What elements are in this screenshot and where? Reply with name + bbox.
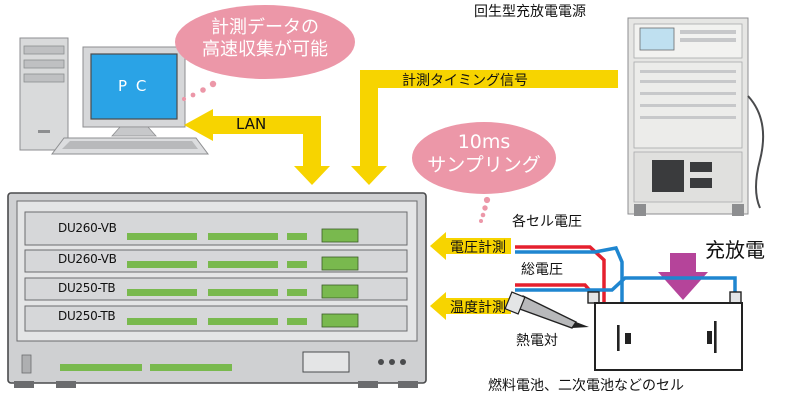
bubble-sampling-line2: サンプリング <box>427 153 541 176</box>
battery-cell <box>587 291 743 371</box>
charge-discharge-label: 充放電 <box>705 238 765 262</box>
total-voltage-label: 総電圧 <box>521 262 563 278</box>
battery-caption: 燃料電池、二次電池などのセル <box>488 378 684 394</box>
recorder-card-slots <box>24 211 408 332</box>
pc-tower <box>19 37 69 151</box>
timing-signal-label: 計測タイミング信号 <box>402 73 528 89</box>
pc-screen-label: P C <box>118 77 149 95</box>
lan-label: LAN <box>236 115 267 133</box>
thermocouple-probe <box>504 291 589 329</box>
card-label-2: DU260-VB <box>58 252 117 266</box>
bubble-sampling-line1: 10ms <box>457 131 511 153</box>
card-label-4: DU250-TB <box>58 309 116 323</box>
lan-arrow <box>184 109 330 185</box>
each-cell-voltage-label: 各セル電圧 <box>512 214 582 230</box>
pc-keyboard <box>51 137 209 155</box>
temperature-measure-label: 温度計測 <box>450 300 506 316</box>
voltage-measure-label: 電圧計測 <box>450 240 506 256</box>
timing-signal-arrow <box>351 70 618 185</box>
bubble-collect-shape <box>175 5 355 102</box>
power-supply-cabinet <box>627 17 765 216</box>
bubble-sampling: 10ms サンプリング <box>414 131 554 177</box>
thermocouple-label: 熱電対 <box>516 333 558 349</box>
bubble-sampling-shape <box>412 122 556 223</box>
bubble-collect-line1: 計測データの <box>211 17 319 38</box>
card-label-1: DU260-VB <box>58 221 117 235</box>
bubble-collect-line2: 高速収集が可能 <box>202 38 328 60</box>
card-label-3: DU250-TB <box>58 281 116 295</box>
power-supply-title: 回生型充放電電源 <box>474 4 586 20</box>
bubble-collect: 計測データの 高速収集が可能 <box>190 17 340 60</box>
pc-monitor <box>82 46 186 137</box>
temperature-measure-arrow <box>430 292 511 320</box>
voltage-measure-arrow <box>430 232 511 260</box>
